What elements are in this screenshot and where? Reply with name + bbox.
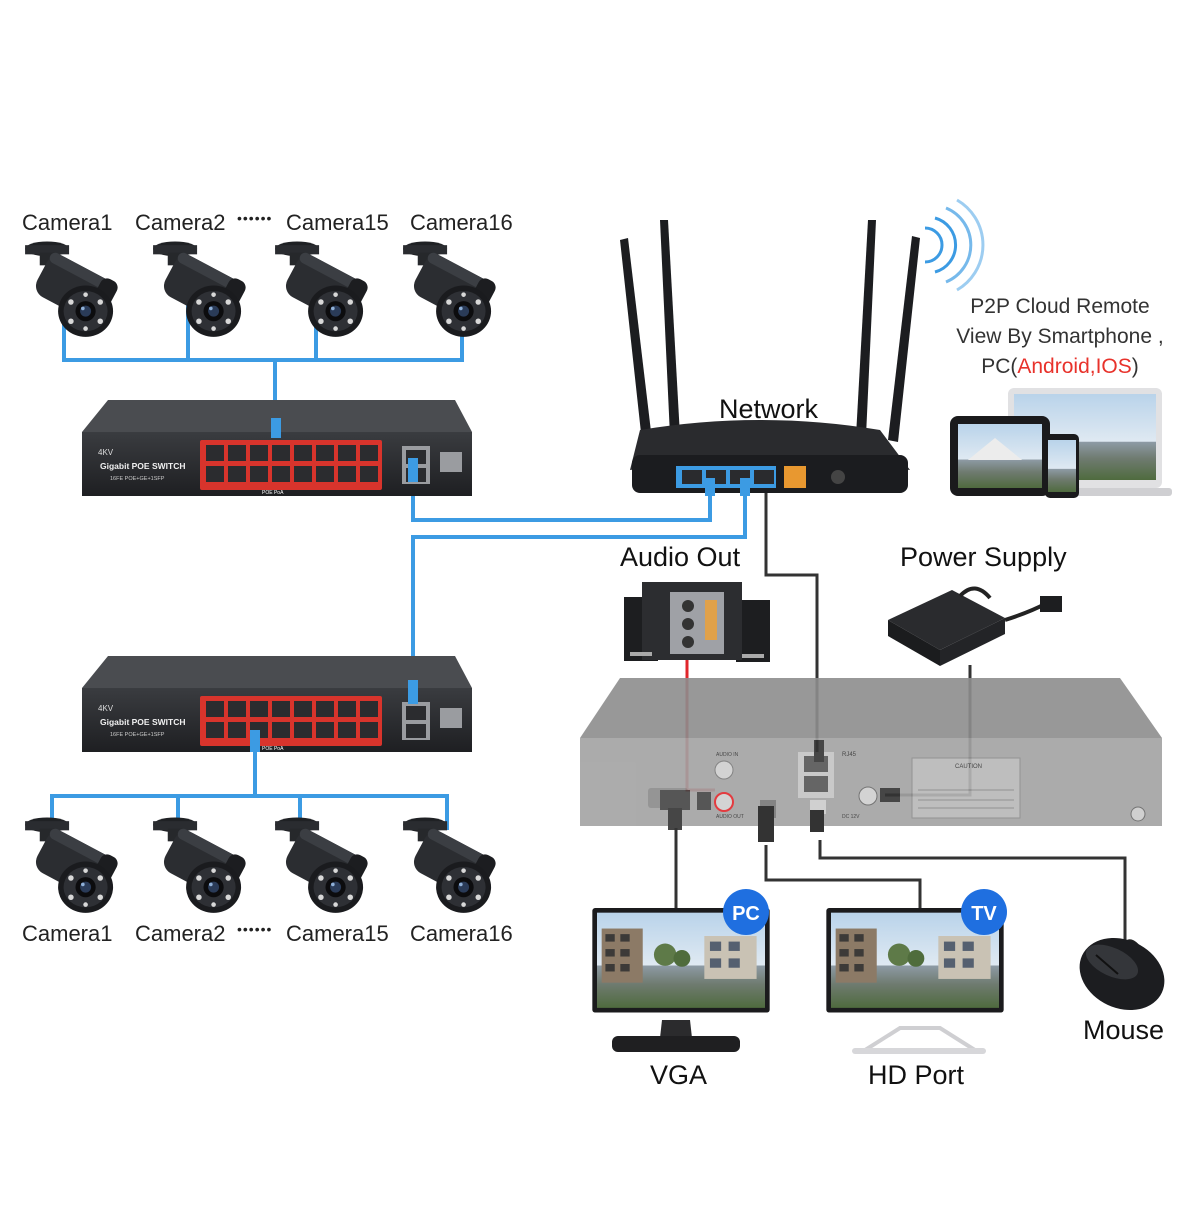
remote-line-3-highlight: Android,IOS <box>1017 355 1132 378</box>
monitor-pc <box>592 908 770 1052</box>
remote-line-3-suffix: ) <box>1131 355 1139 378</box>
remote-line-2: View By Smartphone , <box>956 325 1164 348</box>
remote-line-3-prefix: PC( <box>981 355 1018 378</box>
camera-label-top-4: Camera16 <box>410 210 513 235</box>
camera-label-top-3: Camera15 <box>286 210 389 235</box>
camera-label-bottom-3: Camera15 <box>286 921 389 946</box>
cable-mouse <box>818 840 1127 945</box>
switch2-subtitle: 16FE POE+GE+1SFP <box>110 732 165 738</box>
camera-icon-top-2 <box>153 241 249 337</box>
remote-view-caption: P2P Cloud Remote View By Smartphone , PC… <box>940 292 1180 382</box>
camera-icon-top-3 <box>275 241 371 337</box>
audio-out-label: Audio Out <box>620 542 741 572</box>
vga-label: VGA <box>650 1060 708 1090</box>
switch2-title: Gigabit POE SWITCH <box>100 717 185 727</box>
camera-icon-top-4 <box>403 241 499 337</box>
nvr-dc-label: DC 12V <box>842 814 860 820</box>
cable-switch2-router <box>411 495 747 690</box>
switch1-poe-label: POE PoA <box>262 490 284 496</box>
speakers <box>624 582 770 662</box>
switch1-title: Gigabit POE SWITCH <box>100 461 185 471</box>
camera-icon-bottom-3 <box>275 817 371 913</box>
camera-icon-bottom-4 <box>403 817 499 913</box>
nvr-caution-label: CAUTION <box>955 764 982 770</box>
poe-switch-2: 4KV Gigabit POE SWITCH 16FE POE+GE+1SFP … <box>82 656 472 752</box>
nvr-audio-out-label: AUDIO OUT <box>716 814 744 820</box>
switch1-brand: 4KV <box>98 448 114 457</box>
switch2-brand: 4KV <box>98 704 114 713</box>
camera-icon-bottom-2 <box>153 817 249 913</box>
cable-hdmi <box>764 845 922 912</box>
top-cameras <box>25 241 499 337</box>
network-label: Network <box>719 394 819 424</box>
camera-label-bottom-2: Camera2 <box>135 921 226 946</box>
badge-tv: TV <box>961 889 1007 935</box>
cable-bottom-cameras <box>50 740 449 830</box>
camera-icon-bottom-1 <box>25 817 121 913</box>
cable-switch1-router <box>411 480 712 522</box>
camera-label-top-1: Camera1 <box>22 210 113 235</box>
nvr-audio-in-label: AUDIO IN <box>716 752 739 758</box>
cables <box>50 300 1127 945</box>
hd-port-label: HD Port <box>868 1060 965 1090</box>
mouse-icon <box>1079 938 1165 1010</box>
cable-top-cameras <box>62 300 464 430</box>
switch2-poe-label: POE PoA <box>262 746 284 752</box>
camera-ellipsis-bottom: •••••• <box>237 921 273 937</box>
bottom-cameras <box>25 817 499 913</box>
badge-pc-label: PC <box>732 903 760 925</box>
camera-label-top-2: Camera2 <box>135 210 226 235</box>
remote-devices <box>950 388 1172 498</box>
badge-pc: PC <box>723 889 769 935</box>
power-adapter <box>888 586 1062 666</box>
nvr-rj45-label: RJ45 <box>842 752 857 758</box>
mouse-label: Mouse <box>1083 1015 1165 1045</box>
nvr-recorder: AUDIO IN AUDIO OUT RJ45 DC 12V CAUTION <box>580 678 1162 842</box>
power-supply-label: Power Supply <box>900 542 1067 572</box>
poe-switch-1: 4KV Gigabit POE SWITCH 16FE POE+GE+1SFP … <box>82 400 472 496</box>
camera-label-bottom-4: Camera16 <box>410 921 513 946</box>
cable-router-nvr <box>764 480 819 752</box>
remote-line-3: PC(Android,IOS) <box>940 352 1180 382</box>
monitor-tv <box>826 908 1004 1054</box>
switch1-subtitle: 16FE POE+GE+1SFP <box>110 476 165 482</box>
remote-line-1: P2P Cloud Remote <box>970 295 1150 318</box>
badge-tv-label: TV <box>971 903 997 925</box>
camera-ellipsis-top: •••••• <box>237 210 273 226</box>
router <box>620 198 985 496</box>
camera-label-bottom-1: Camera1 <box>22 921 113 946</box>
camera-icon-top-1 <box>25 241 121 337</box>
